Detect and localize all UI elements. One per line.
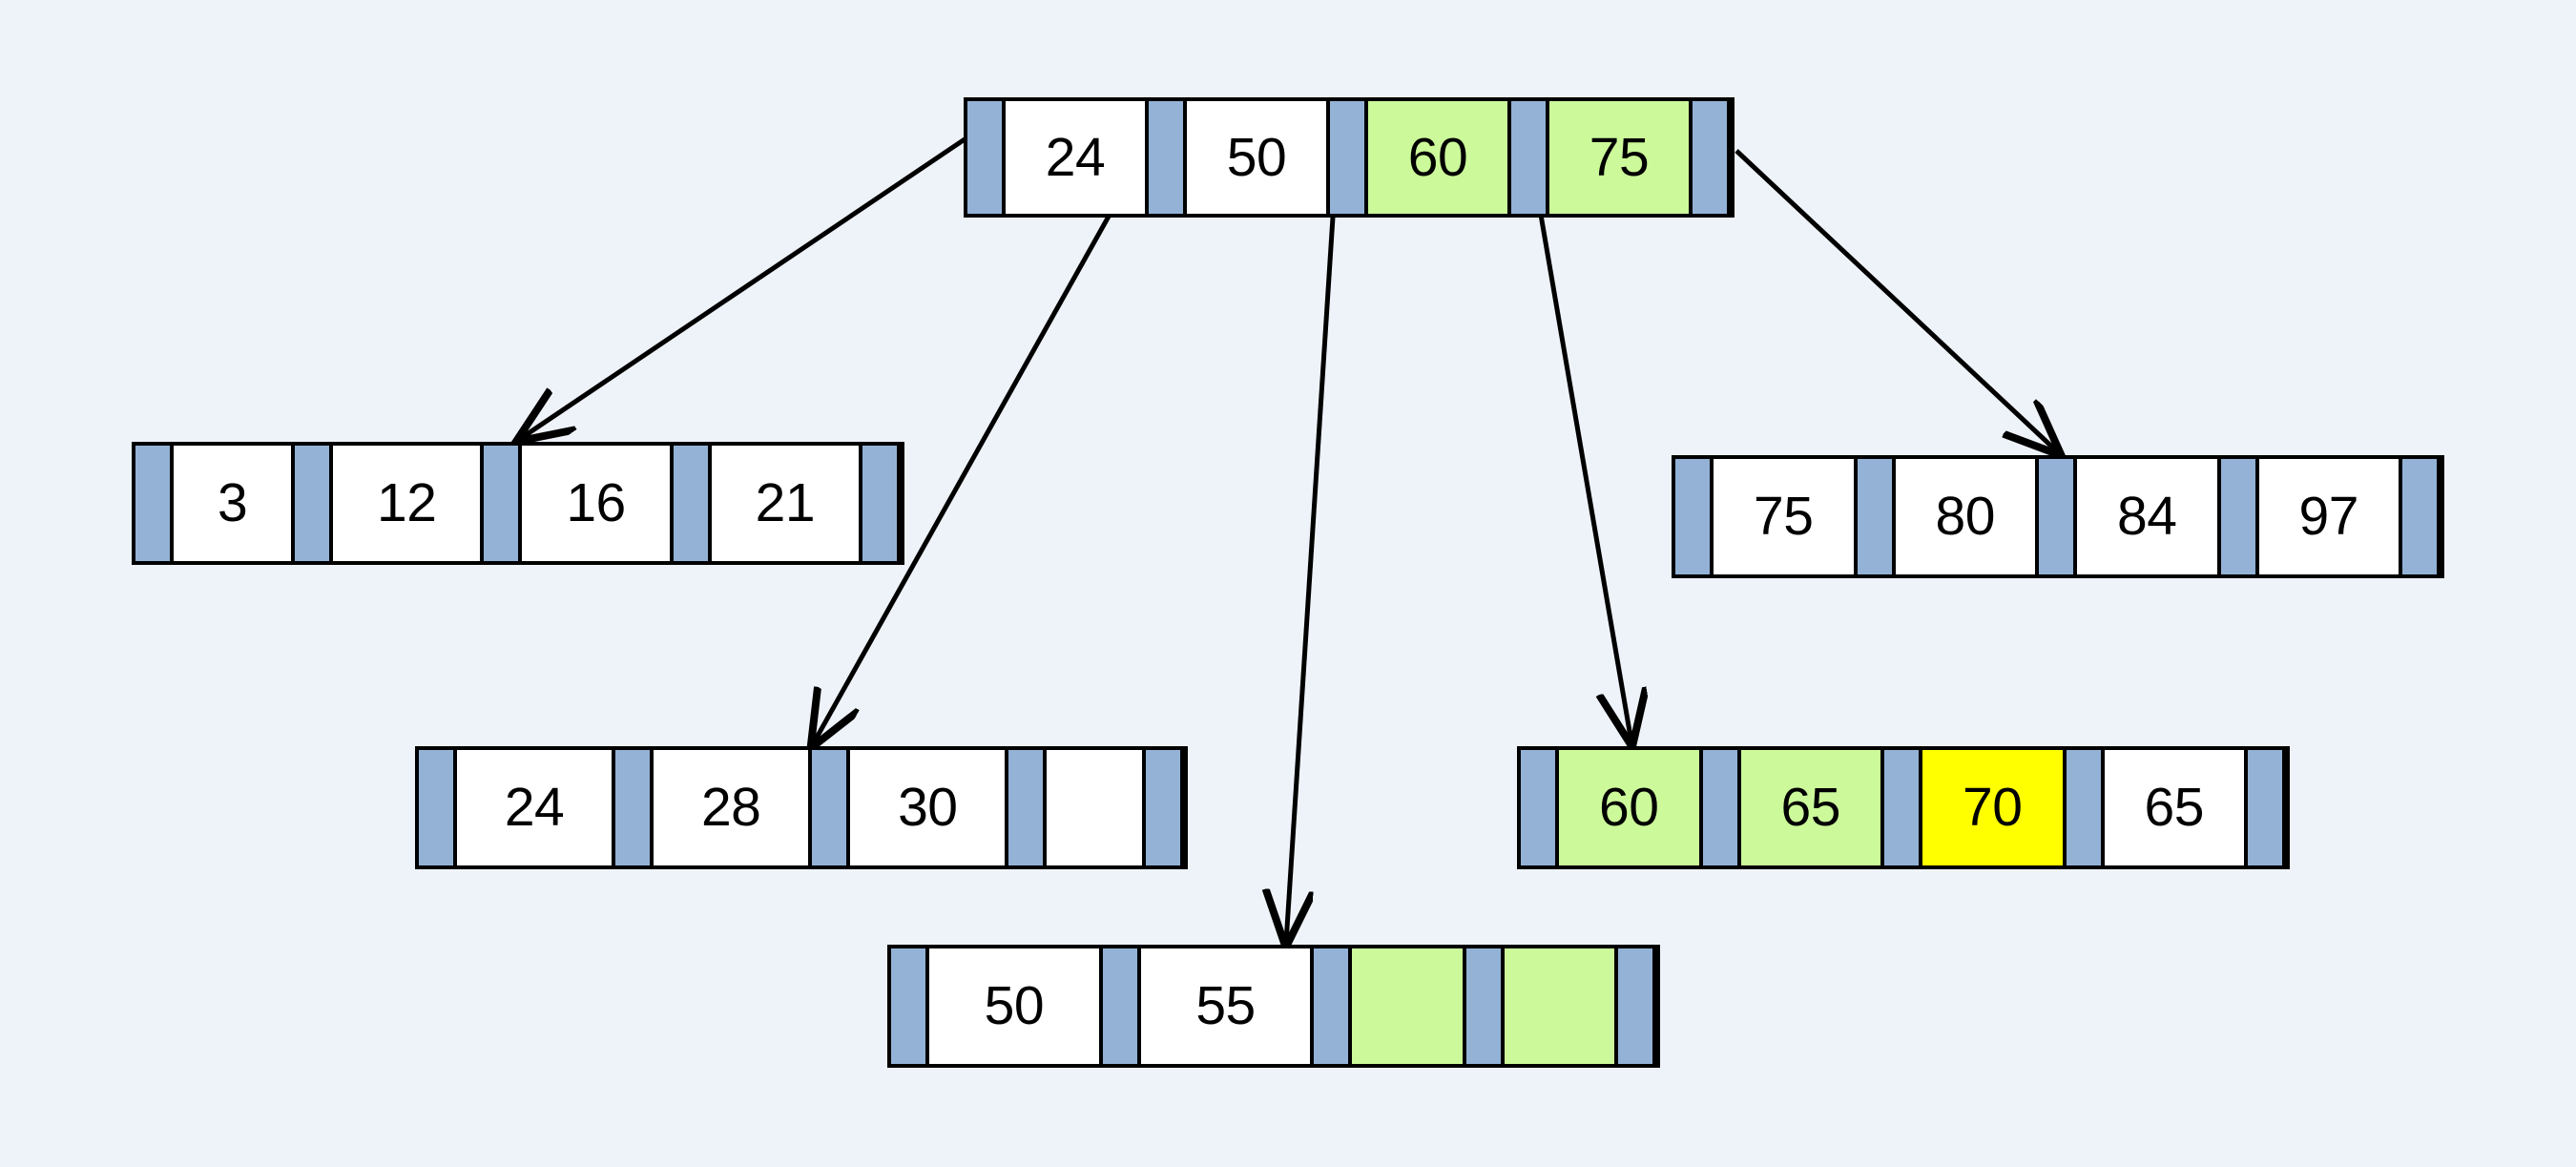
btree-node-leaf-d: 60 65 70 65 [1517,746,2290,869]
btree-node-leaf-e: 75 80 84 97 [1672,455,2444,578]
key-cell-root-1: 50 [1183,101,1330,214]
pointer-cell-leaf-d-1 [1698,750,1741,865]
pointer-cell-leaf-c-2 [1310,948,1353,1064]
pointer-cell-leaf-c-4 [1614,948,1656,1064]
key-cell-leaf-a-2: 16 [518,446,674,561]
tree-edge-root-p4-to-leaf-e [1735,149,2058,452]
pointer-cell-leaf-e-2 [2035,459,2077,574]
btree-node-leaf-c: 50 55 [887,945,1660,1068]
key-cell-leaf-b-1: 28 [650,750,813,865]
key-cell-leaf-b-3 [1043,750,1147,865]
btree-node-leaf-b: 24 28 30 [415,746,1188,869]
key-cell-leaf-a-1: 12 [329,446,485,561]
btree-node-leaf-a: 3 12 16 21 [132,442,904,565]
key-cell-leaf-c-0: 50 [925,948,1103,1064]
btree-node-root: 24 50 60 75 [964,97,1735,218]
pointer-cell-leaf-d-4 [2244,750,2286,865]
key-cell-leaf-b-2: 30 [846,750,1009,865]
pointer-cell-leaf-d-3 [2062,750,2105,865]
pointer-cell-leaf-b-1 [612,750,654,865]
key-cell-leaf-d-0: 60 [1555,750,1703,865]
pointer-cell-root-4 [1689,101,1731,214]
key-cell-leaf-c-2 [1348,948,1466,1064]
pointer-cell-root-2 [1326,101,1368,214]
pointer-cell-leaf-d-2 [1880,750,1922,865]
pointer-cell-leaf-b-4 [1142,750,1185,865]
key-cell-leaf-e-0: 75 [1710,459,1858,574]
key-cell-leaf-d-2: 70 [1919,750,2067,865]
pointer-cell-leaf-c-0 [887,948,929,1064]
pointer-cell-leaf-b-3 [1005,750,1048,865]
pointer-cell-leaf-b-2 [808,750,851,865]
pointer-cell-leaf-b-0 [415,750,457,865]
pointer-cell-leaf-a-0 [132,446,174,561]
pointer-cell-root-1 [1145,101,1187,214]
pointer-cell-leaf-c-3 [1462,948,1505,1064]
pointer-cell-leaf-e-4 [2399,459,2441,574]
pointer-cell-leaf-c-1 [1098,948,1141,1064]
key-cell-root-2: 60 [1364,101,1511,214]
pointer-cell-leaf-a-4 [858,446,901,561]
key-cell-leaf-a-0: 3 [170,446,296,561]
pointer-cell-leaf-e-1 [1853,459,1896,574]
key-cell-root-3: 75 [1546,101,1693,214]
key-cell-leaf-a-3: 21 [707,446,862,561]
tree-edge-root-p2-to-leaf-c [1286,142,1340,943]
pointer-cell-leaf-a-1 [291,446,334,561]
key-cell-leaf-e-1: 80 [1891,459,2039,574]
key-cell-leaf-c-1: 55 [1136,948,1315,1064]
key-cell-leaf-e-3: 97 [2254,459,2402,574]
pointer-cell-root-0 [964,101,1006,214]
key-cell-leaf-e-2: 84 [2073,459,2221,574]
key-cell-leaf-c-3 [1500,948,1618,1064]
key-cell-root-0: 24 [1002,101,1149,214]
key-cell-leaf-d-3: 65 [2100,750,2248,865]
tree-edge-root-p0-to-leaf-a [520,131,975,439]
pointer-cell-leaf-a-2 [480,446,523,561]
pointer-cell-leaf-d-0 [1517,750,1559,865]
pointer-cell-leaf-e-0 [1672,459,1714,574]
pointer-cell-leaf-a-3 [669,446,712,561]
key-cell-leaf-d-1: 65 [1736,750,1884,865]
pointer-cell-leaf-e-3 [2216,459,2259,574]
tree-edge-root-p3-to-leaf-d [1538,214,1631,742]
key-cell-leaf-b-0: 24 [453,750,616,865]
pointer-cell-root-3 [1507,101,1549,214]
